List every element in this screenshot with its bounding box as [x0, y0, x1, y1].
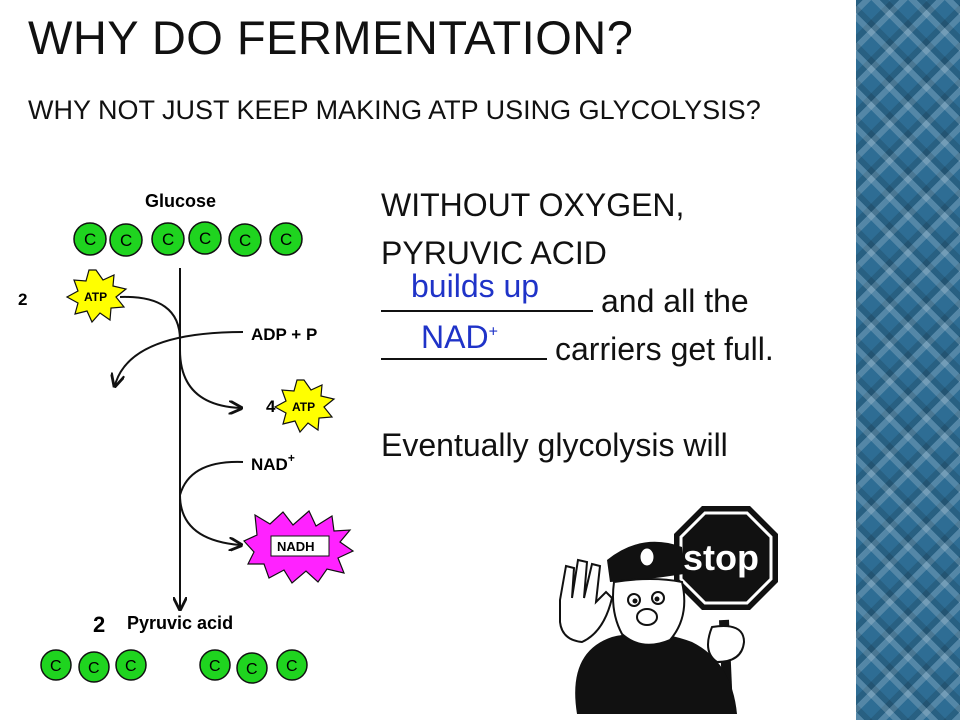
adp-input-arrow — [115, 331, 244, 385]
pyruvate-chain-left: C C C — [40, 649, 147, 683]
decorative-side-strip — [856, 0, 960, 720]
glucose-label: Glucose — [145, 191, 216, 211]
body-line-tail: and all the — [601, 283, 749, 319]
carbon-atom — [78, 651, 110, 683]
carbon-atom — [199, 649, 231, 681]
carbon-atom — [236, 652, 268, 684]
atp-input-burst — [65, 269, 128, 324]
answer-nad-plus: NAD+ — [421, 319, 498, 355]
carbon-letter: C — [239, 231, 251, 250]
stop-sign-text: stop — [683, 537, 759, 578]
glycolysis-diagram: Glucose C C C C C C 2 ATP ADP + P 4 ATP … — [18, 191, 355, 684]
answer-blank — [381, 278, 593, 312]
carbon-letter: C — [162, 230, 174, 249]
carbon-atom — [73, 222, 107, 256]
atp-input-count: 2 — [18, 290, 27, 309]
cop-nose — [636, 608, 658, 626]
nadh-label: NADH — [277, 539, 315, 554]
carbon-atom — [228, 223, 262, 257]
carbon-atom — [109, 223, 143, 257]
answer-blank — [381, 326, 547, 360]
adp-p-label: ADP + P — [251, 325, 317, 344]
body-line-fill-1: and all the builds up — [381, 270, 774, 325]
body-line-tail: carriers get full. — [555, 331, 774, 367]
nad-input-arrow — [179, 460, 244, 496]
body-line: Eventually glycolysis will — [381, 427, 728, 463]
slide-subtitle: WHY NOT JUST KEEP MAKING ATP USING GLYCO… — [28, 95, 761, 125]
nadh-label-box — [270, 535, 330, 557]
carbon-letter: C — [120, 231, 132, 250]
cop-cap-badge — [639, 547, 655, 567]
pyruvic-acid-label: Pyruvic acid — [127, 613, 233, 633]
cop-body — [575, 633, 737, 714]
glucose-carbon-chain: C C C C C C — [73, 221, 303, 257]
body-line-fill-2: carriers get full. NAD+ — [381, 321, 774, 373]
carbon-letter: C — [246, 661, 258, 678]
pyruvate-count: 2 — [93, 612, 105, 637]
nadh-output-arrow — [179, 494, 240, 545]
body-line: PYRUVIC ACID — [381, 235, 607, 271]
carbon-atom — [151, 222, 185, 256]
nad-plus-label: NAD+ — [251, 451, 295, 474]
spacer — [381, 373, 774, 421]
carbon-atom — [276, 649, 308, 681]
carbon-letter: C — [280, 230, 292, 249]
slide-title: WHY DO FERMENTATION? — [28, 11, 634, 64]
body-line: WITHOUT OXYGEN, — [381, 187, 685, 223]
carbon-letter: C — [209, 658, 221, 675]
carbon-letter: C — [84, 230, 96, 249]
stop-sign — [674, 506, 778, 610]
carbon-letter: C — [199, 229, 211, 248]
carbon-letter: C — [88, 660, 100, 677]
slide-body: WITHOUT OXYGEN, PYRUVIC ACID and all the… — [381, 181, 774, 469]
atp-output-label: ATP — [292, 400, 315, 414]
atp-output-burst — [273, 379, 336, 434]
carbon-letter: C — [50, 658, 62, 675]
carbon-letter: C — [286, 658, 298, 675]
stop-cop-illustration: stop — [552, 502, 784, 714]
carbon-atom — [269, 222, 303, 256]
cop-sign-hand — [707, 625, 746, 664]
carbon-atom — [188, 221, 222, 255]
atp-output-arrow — [179, 349, 240, 408]
pyruvate-chain-right: C C C — [199, 649, 308, 684]
answer-builds-up: builds up — [411, 268, 540, 304]
carbon-letter: C — [125, 658, 137, 675]
cop-hand — [559, 558, 614, 644]
atp-input-label: ATP — [84, 290, 107, 304]
atp-output-count: 4 — [266, 397, 276, 416]
carbon-atom — [115, 649, 147, 681]
atp-input-arrow — [119, 295, 181, 341]
carbon-atom — [40, 649, 72, 681]
